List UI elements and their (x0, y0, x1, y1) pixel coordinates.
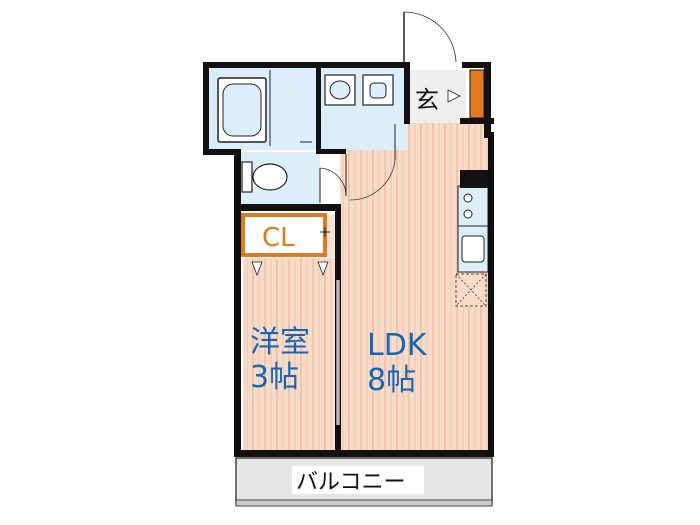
balcony-railing (235, 499, 493, 507)
western-room-size: 3帖 (250, 360, 299, 395)
washing-machine-drain (369, 82, 387, 99)
closet-hinge-left (251, 261, 263, 277)
entrance-step-mark (447, 89, 461, 103)
entrance-door-swing (403, 11, 457, 63)
closet-hinge-right (317, 261, 329, 277)
shoe-cabinet (469, 69, 485, 119)
refrigerator-x2 (455, 273, 487, 307)
closet-label: CL (262, 223, 295, 253)
western-room-floor (243, 258, 335, 450)
burner-1 (463, 193, 473, 203)
closet-outline (241, 213, 327, 257)
washbasin-bowl (329, 80, 351, 100)
burner-2 (463, 209, 473, 219)
entrance-door-gap (410, 60, 462, 70)
western-room-name: 洋室 (250, 325, 310, 360)
ldk-size: 8帖 (367, 363, 416, 398)
stove-top (457, 185, 489, 227)
entrance-label: 玄 (415, 86, 439, 114)
toilet-tank (241, 161, 253, 193)
toilet-bowl (252, 163, 288, 191)
balcony-label: バルコニー (296, 470, 406, 495)
bathtub-inner (222, 83, 262, 137)
ldk-name: LDK (367, 328, 428, 363)
balcony-label-bg (292, 466, 424, 494)
kitchen-sink (461, 235, 485, 263)
ldk-door-swing (349, 159, 396, 201)
